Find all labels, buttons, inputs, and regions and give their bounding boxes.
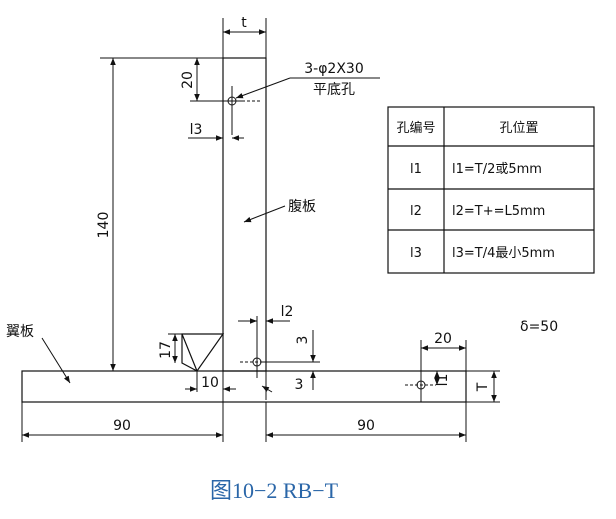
table-row-l3-pos: l3=T/4最小5mm — [452, 246, 555, 261]
dim-3-upper-label: 3 — [295, 336, 311, 345]
weld-bevel — [181, 333, 225, 372]
table-header-hole-no: 孔编号 — [396, 121, 435, 136]
flange-leader — [41, 337, 71, 384]
table-row-l3-id: l3 — [410, 246, 422, 261]
table-header-hole-pos: 孔位置 — [499, 121, 538, 136]
dim-140 — [100, 57, 223, 372]
dim-l3-label: l3 — [190, 122, 203, 138]
dim-T-label: T — [475, 382, 491, 392]
dim-3-vertical — [261, 330, 320, 400]
upper-hole — [188, 77, 380, 141]
dim-fillet-10 — [185, 371, 236, 392]
web-label: 腹板 — [288, 198, 316, 215]
dim-right-90-label: 90 — [357, 418, 375, 434]
dim-top-20 — [190, 58, 245, 102]
hole-table — [387, 106, 595, 274]
right-flange-hole — [405, 340, 500, 403]
flange-label: 翼板 — [6, 324, 34, 340]
dim-right-20-label: 20 — [434, 331, 452, 347]
dim-fillet-17-label: 17 — [158, 341, 174, 359]
table-row-l1-id: l1 — [410, 162, 422, 177]
dim-fillet-10-label: 10 — [201, 375, 219, 391]
dim-left-90-label: 90 — [113, 418, 131, 434]
dim-3-lower-label: 3 — [295, 377, 304, 393]
dim-bottom-90 — [21, 371, 467, 442]
web-plate — [222, 57, 267, 372]
table-row-l2-id: l2 — [410, 204, 422, 219]
hole-spec-line2: 平底孔 — [313, 82, 355, 98]
web-leader — [243, 205, 286, 223]
dim-l1-label: l1 — [435, 374, 451, 387]
figure-caption: 图10−2 RB−T — [210, 478, 339, 503]
dim-t — [222, 18, 267, 58]
dim-top-20-label: 20 — [180, 71, 196, 89]
table-row-l1-pos: l1=T/2或5mm — [452, 162, 542, 177]
delta-label: δ=50 — [520, 319, 558, 335]
dim-140-label: 140 — [96, 212, 112, 239]
dim-fillet-17 — [168, 333, 182, 363]
dim-l2-label: l2 — [281, 304, 294, 320]
hole-spec-line1: 3-φ2X30 — [304, 61, 364, 77]
flange-plate — [21, 370, 467, 403]
table-row-l2-pos: l2=T+=L5mm — [452, 204, 545, 219]
dim-t-label: t — [241, 15, 247, 31]
